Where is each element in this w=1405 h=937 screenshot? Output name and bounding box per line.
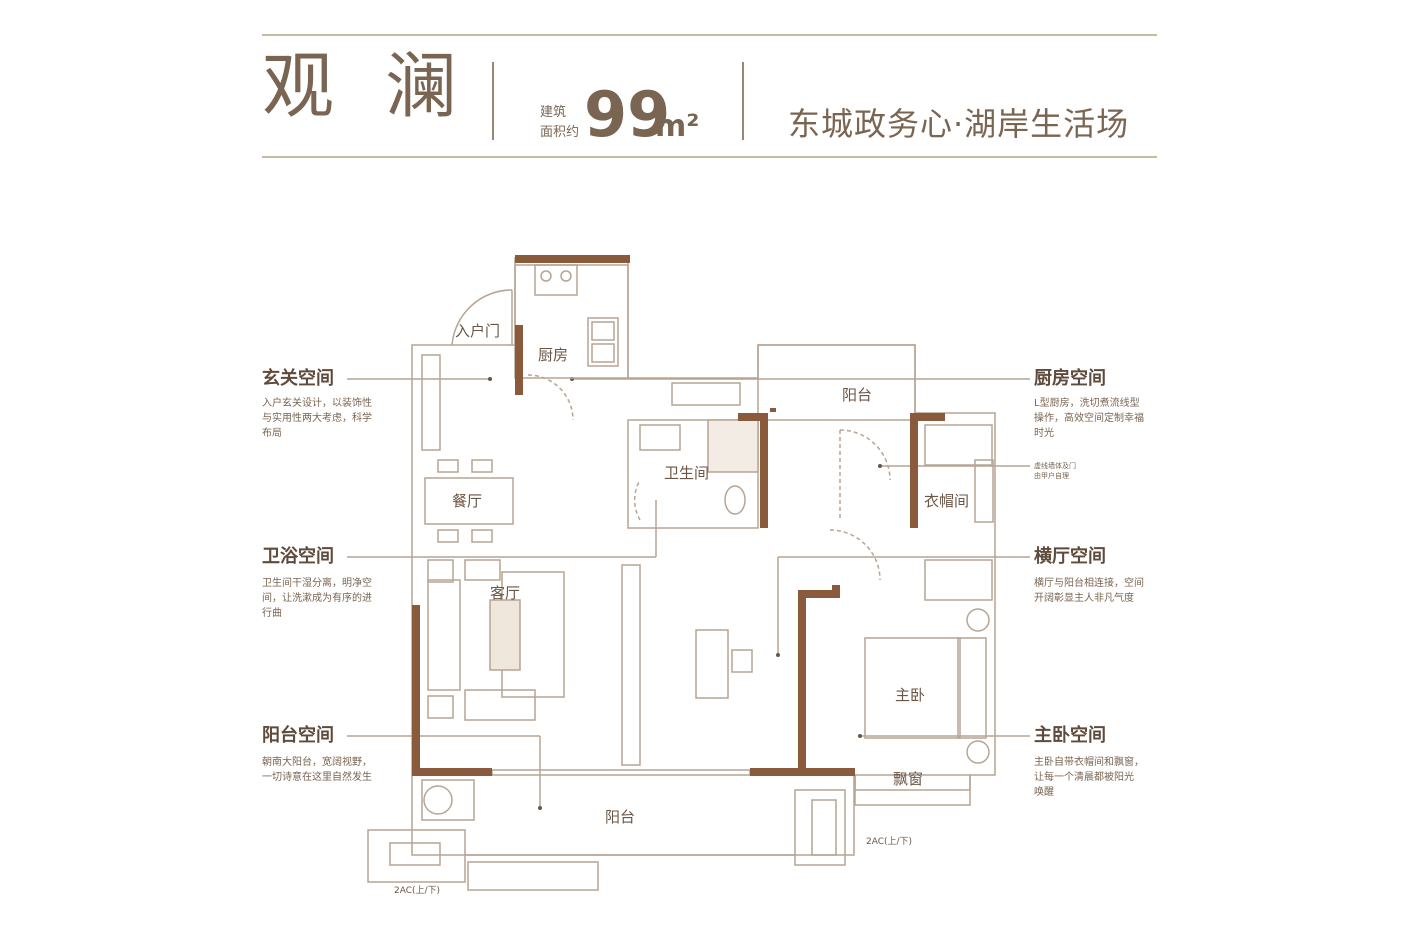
room-label-kitchen: 厨房 — [538, 346, 568, 364]
room-label-balcony-bottom: 阳台 — [605, 808, 635, 826]
annotation-title-kitchen: 厨房空间 — [1034, 368, 1106, 389]
room-label-balcony-top: 阳台 — [842, 386, 872, 404]
page-title: 观 澜 — [262, 44, 471, 128]
annotation-title-hall: 横厅空间 — [1034, 546, 1106, 567]
annotation-title-master: 主卧空间 — [1034, 725, 1106, 746]
annotation-desc-hall: 横厅与阳台相连接，空间开阔彰显主人非凡气度 — [1034, 578, 1144, 604]
annotation-desc-bath: 卫生间干湿分离，明净空间，让洗漱成为有序的进行曲 — [262, 578, 372, 619]
header-divider — [742, 62, 744, 140]
bottom-rule — [262, 156, 1157, 158]
room-label-bathroom: 卫生间 — [664, 464, 709, 482]
note-small: 虚线墙体及门由甲户自理 — [1034, 462, 1076, 480]
annotation-title-bath: 卫浴空间 — [262, 546, 334, 567]
ac-label: 2AC(上/下) — [866, 836, 912, 847]
annotation-title-entry: 玄关空间 — [262, 368, 334, 389]
area-unit: m² — [655, 109, 700, 144]
header-divider — [492, 62, 494, 140]
annotation-title-balcony: 阳台空间 — [262, 725, 334, 746]
area-label-2: 面积约 — [540, 125, 580, 140]
annotation-desc-master: 主卧自带衣帽间和飘窗，让每一个清晨都被阳光唤醒 — [1034, 757, 1144, 798]
ac-label: 2AC(上/下) — [394, 885, 440, 896]
room-label-entry-door: 入户门 — [455, 322, 500, 340]
room-label-bay-window: 飘窗 — [893, 770, 923, 788]
area-label-1: 建筑 — [540, 105, 567, 120]
annotation-desc-entry: 入户玄关设计，以装饰性与实用性两大考虑，科学布局 — [262, 398, 372, 439]
annotation-desc-kitchen: L型厨房，洗切煮流线型操作，高效空间定制幸福时光 — [1034, 398, 1144, 439]
room-label-living: 客厅 — [490, 584, 520, 602]
annotation-desc-balcony: 朝南大阳台，宽阔视野，一切诗意在这里自然发生 — [262, 757, 372, 783]
room-label-dining: 餐厅 — [452, 492, 482, 510]
room-label-master: 主卧 — [895, 686, 925, 704]
room-label-closet: 衣帽间 — [924, 492, 969, 510]
area-value: 99 — [584, 78, 671, 151]
slogan: 东城政务心·湖岸生活场 — [788, 105, 1130, 143]
top-rule — [262, 34, 1157, 36]
